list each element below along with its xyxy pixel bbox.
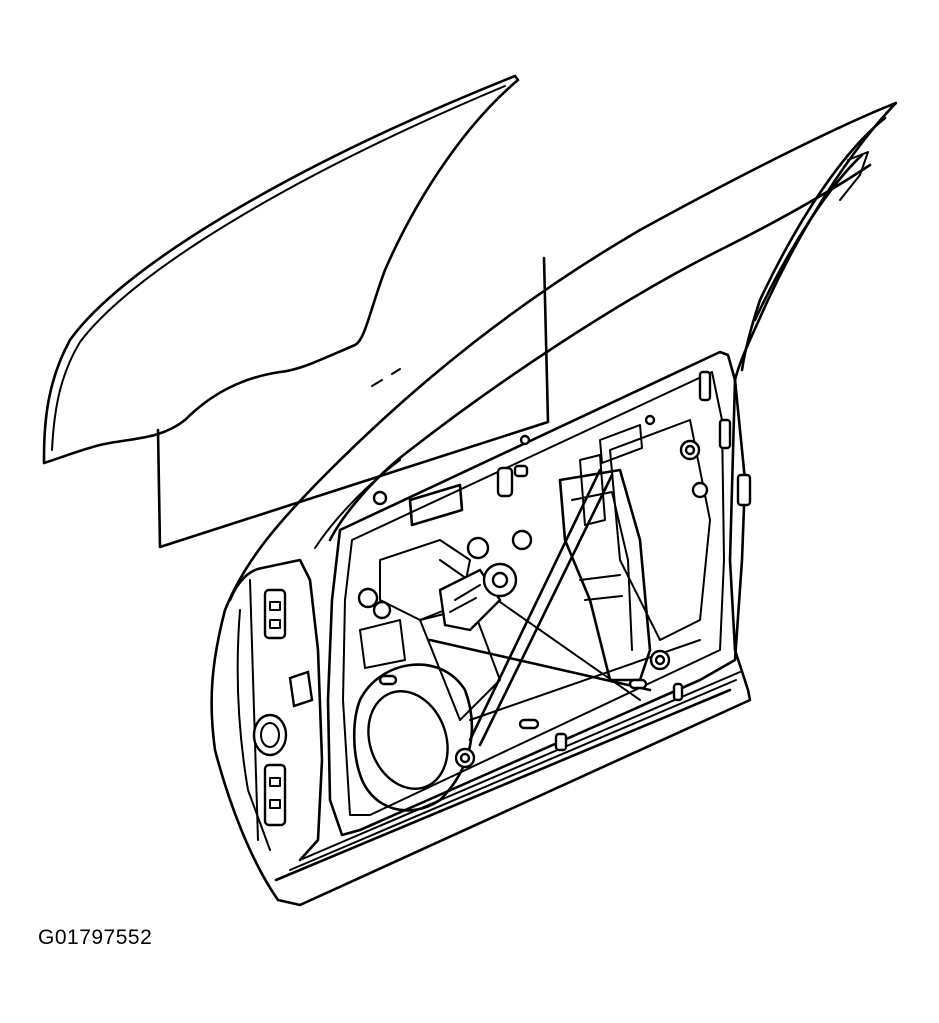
fasteners [357, 414, 709, 769]
panel-slots [378, 370, 752, 752]
speaker-opening [352, 663, 474, 812]
panel-brackets [359, 424, 643, 669]
door-frame [210, 101, 898, 907]
window-glass [42, 74, 550, 549]
hinge-details [252, 588, 314, 827]
window-motor [438, 529, 533, 632]
figure-id-label: G01797552 [38, 926, 153, 949]
